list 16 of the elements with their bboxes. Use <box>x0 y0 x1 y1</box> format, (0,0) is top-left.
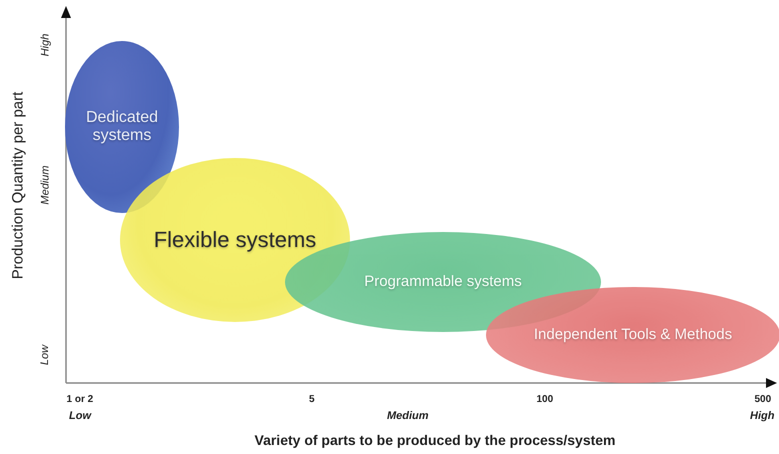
ellipse-label: Independent Tools & Methods <box>534 326 732 344</box>
tick-label: 500 <box>754 394 772 404</box>
ellipse-label: Dedicated systems <box>84 108 160 146</box>
ellipse-label: Flexible systems <box>154 227 316 253</box>
ellipse-label: Programmable systems <box>364 273 522 291</box>
axis-level-label: Low <box>39 344 52 366</box>
axis-level-label: Low <box>69 410 91 422</box>
tick-label: 5 <box>309 394 315 404</box>
axis-level-label: High <box>750 410 774 422</box>
axis-title: Variety of parts to be produced by the process/system <box>254 432 616 448</box>
axis-level-label: High <box>38 34 51 56</box>
axis-title: Production Quantity per part <box>9 91 26 279</box>
tick-label: 1 or 2 <box>66 394 94 404</box>
axis-level-label: Medium <box>387 410 429 422</box>
tick-label: 100 <box>536 394 554 404</box>
axis-level-label: Medium <box>39 165 52 205</box>
